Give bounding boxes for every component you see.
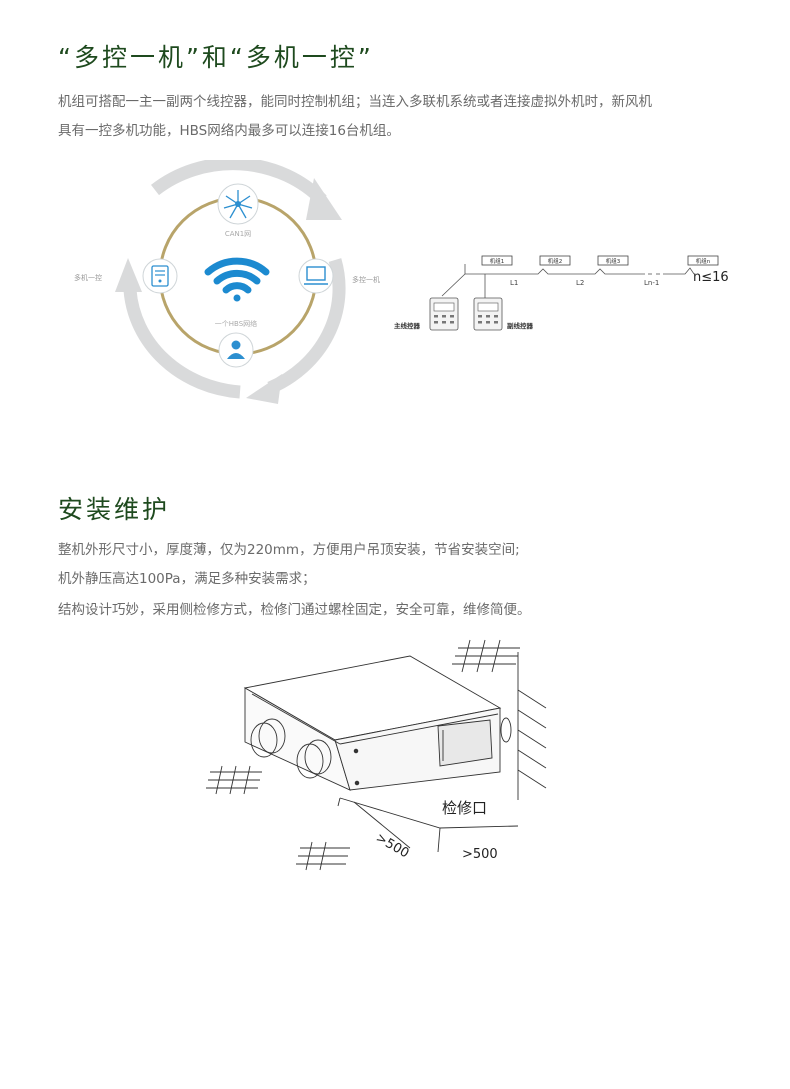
floor-hatch-left [206,765,262,795]
ventilator-unit [243,655,512,791]
section-title-multi-control: “多控一机”和“多机一控” [58,43,374,72]
unit-box-n: 机组n [687,255,719,266]
floor-hatch-bottom [296,841,350,871]
unit-box-1: 机组1 [481,255,513,266]
front-clearance-label: >500 [373,830,411,861]
side-clearance-label: >500 [462,847,498,862]
segment-label-3: Ln-1 [644,279,659,287]
wall-hatch [517,689,547,789]
ceiling-hatch-right [452,639,520,673]
section1-line-1: 机组可搭配一主一副两个线控器，能同时控制机组；当连入多联机系统或者连接虚拟外机时… [58,94,652,110]
service-port-label: 检修口 [442,799,487,817]
main-controller-label: 主线控器 [394,321,421,330]
section2-line-1: 整机外形尺寸小，厚度薄，仅为220mm，方便用户吊顶安装，节省安装空间; [58,542,520,558]
unit-count-label: n≤16 [693,270,729,285]
hbs-network-label: 一个HBS网络 [215,319,257,328]
section2-line-3: 结构设计巧妙，采用侧检修方式，检修门通过螺栓固定，安全可靠，维修简便。 [58,602,531,618]
sub-controller-label: 副线控器 [507,321,534,330]
can-network-label: CAN1网 [225,230,251,238]
section2-line-2: 机外静压高达100Pa，满足多种安装需求； [58,571,316,587]
unit-label-n: 机组n [696,257,711,265]
user-node [218,332,254,368]
can-network-node [217,183,259,225]
ring-diagram: CAN1网 一个HBS网络 多机一控 多控一机 [74,160,380,404]
wifi-icon [204,257,270,302]
computer-node [298,258,334,294]
section-title-installation: 安装维护 [58,495,171,524]
unit-boxes: 机组1 机组2 机组3 机组n [481,255,719,266]
unit-label-2: 机组2 [548,257,563,265]
unit-box-3: 机组3 [597,255,629,266]
section1-line-2: 具有一控多机功能，HBS网络内最多可以连接16台机组。 [58,123,400,139]
unit-label-1: 机组1 [490,257,505,265]
network-diagram: 机组1 机组2 机组3 机组n L1 L2 Ln-1 n≤16 主线控器 副线控… [394,255,729,331]
multi-unit-one-control-label: 多机一控 [74,273,102,282]
unit-box-2: 机组2 [539,255,571,266]
segment-label-2: L2 [576,279,584,287]
controller-node [142,258,178,294]
main-controller-device [429,297,459,331]
sub-controller-device [473,297,503,331]
segment-label-1: L1 [510,279,518,287]
unit-label-3: 机组3 [606,257,621,265]
installation-drawing: 检修口 >500 >500 [206,639,547,871]
multi-control-one-unit-label: 多控一机 [352,275,380,284]
cycle-arrows [115,160,346,404]
